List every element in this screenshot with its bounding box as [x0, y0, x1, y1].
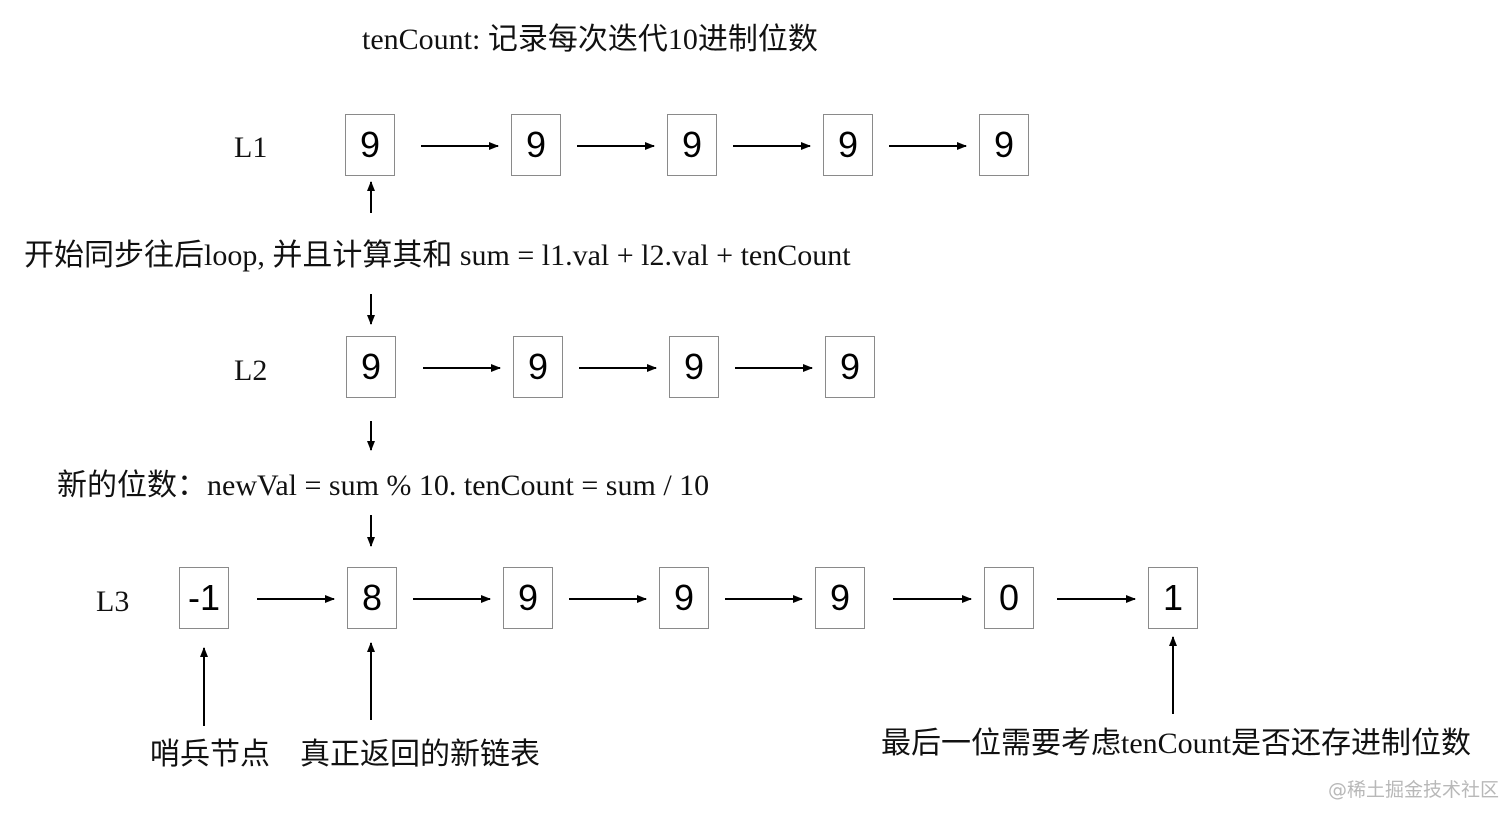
- l2-node-3: 9: [669, 336, 719, 398]
- new-val-annotation: 新的位数：newVal = sum % 10. tenCount = sum /…: [57, 469, 710, 502]
- last-digit-caption: 最后一位需要考虑tenCount是否还存进制位数: [881, 727, 1471, 760]
- l3-label: L3: [96, 585, 130, 618]
- l3-node-2: 8: [347, 567, 397, 629]
- l1-node-3: 9: [667, 114, 717, 176]
- l3-node-3: 9: [503, 567, 553, 629]
- loop-annotation: 开始同步往后loop, 并且计算其和 sum = l1.val + l2.val…: [24, 239, 851, 272]
- l1-node-4: 9: [823, 114, 873, 176]
- sentinel-caption: 哨兵节点: [150, 738, 270, 771]
- l1-node-2: 9: [511, 114, 561, 176]
- l3-node-4: 9: [659, 567, 709, 629]
- l2-node-1: 9: [346, 336, 396, 398]
- l2-node-2: 9: [513, 336, 563, 398]
- l1-label: L1: [234, 131, 268, 164]
- real-head-caption: 真正返回的新链表: [300, 738, 540, 771]
- l3-node-sentinel: -1: [179, 567, 229, 629]
- l3-node-5: 9: [815, 567, 865, 629]
- l1-node-1: 9: [345, 114, 395, 176]
- diagram-title: tenCount: 记录每次迭代10进制位数: [362, 23, 818, 56]
- l1-node-5: 9: [979, 114, 1029, 176]
- watermark: @稀土掘金技术社区: [1328, 779, 1500, 801]
- l3-node-6: 0: [984, 567, 1034, 629]
- l2-node-4: 9: [825, 336, 875, 398]
- l3-node-carry: 1: [1148, 567, 1198, 629]
- l2-label: L2: [234, 354, 268, 387]
